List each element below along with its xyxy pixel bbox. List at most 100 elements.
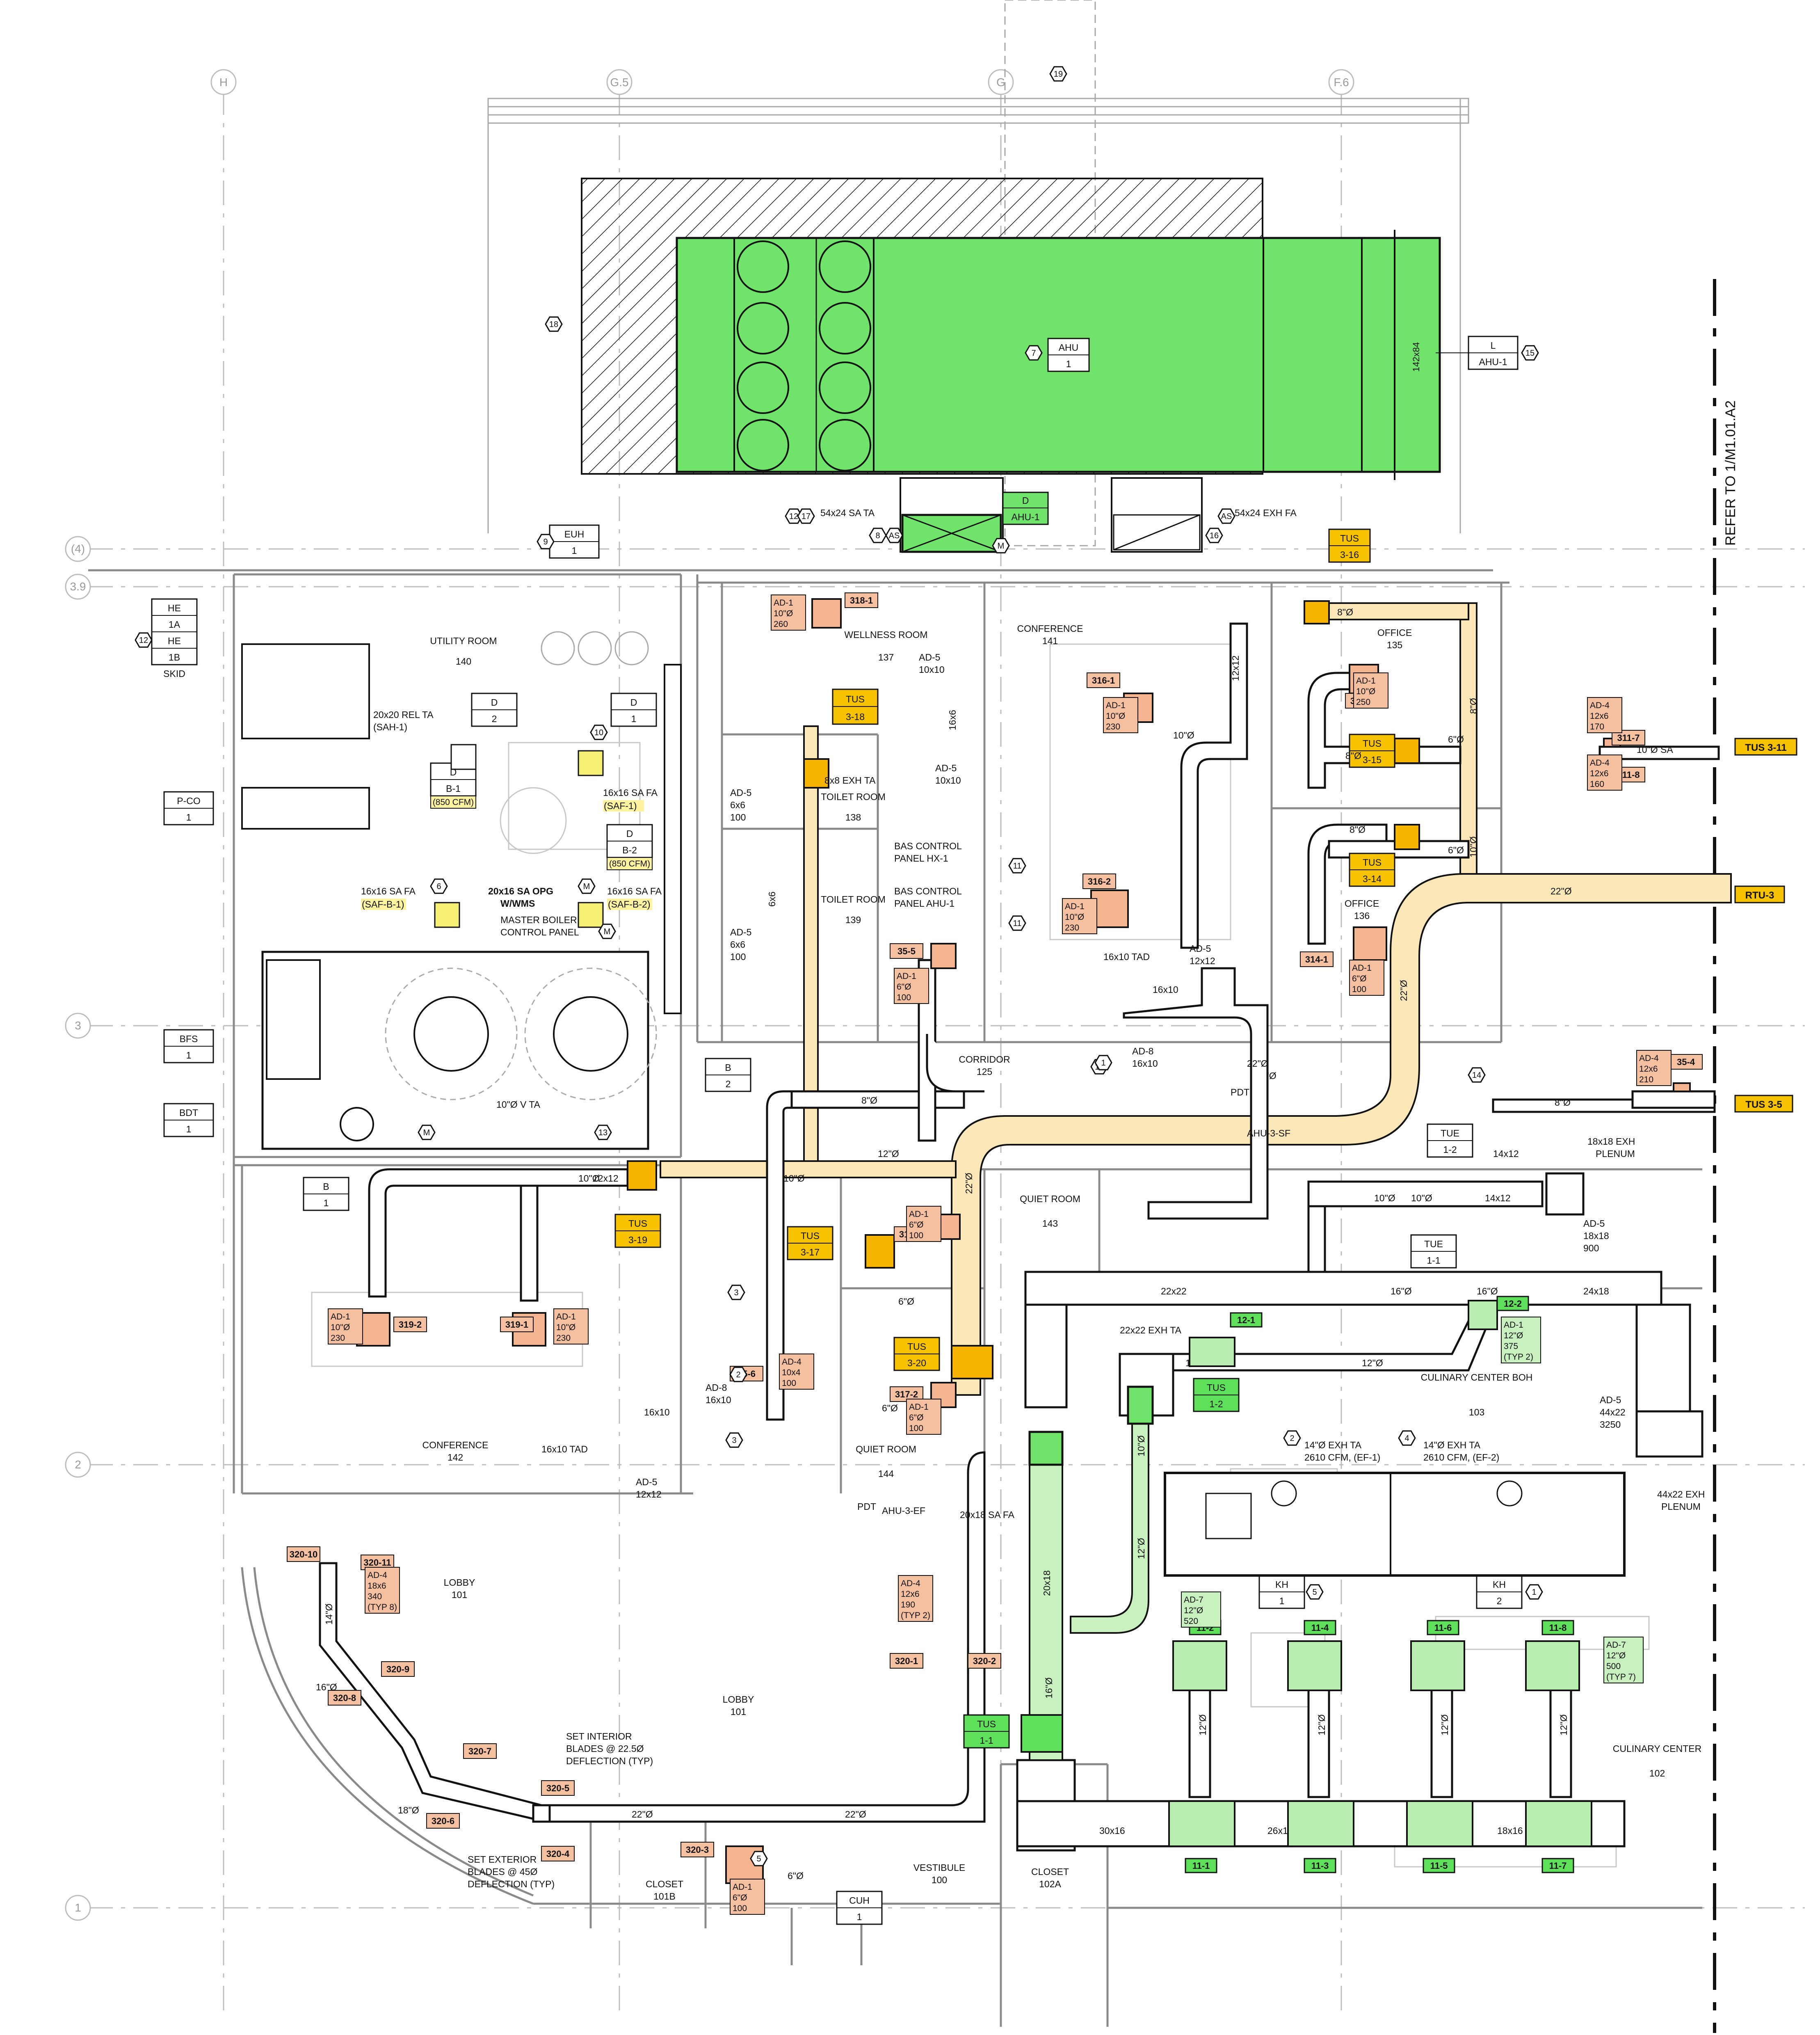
svg-text:12"Ø: 12"Ø <box>878 1148 899 1159</box>
svg-text:TUS: TUS <box>801 1230 820 1241</box>
green-id-11-5[interactable]: 11-5 <box>1423 1858 1455 1873</box>
tag-kh-1[interactable]: KH 1 <box>1258 1575 1305 1609</box>
svg-text:16x16 SA FA: 16x16 SA FA <box>607 886 662 896</box>
svg-text:MASTER BOILER: MASTER BOILER <box>500 915 577 925</box>
tag-d-b2[interactable]: D B-2 (850 CFM) <box>606 824 653 870</box>
svg-text:5: 5 <box>1312 1588 1317 1597</box>
side-tag-tus-3-5[interactable]: TUS 3-5 <box>1734 1095 1793 1113</box>
tag-l-ahu1[interactable]: L AHU-1 <box>1436 336 1519 370</box>
svg-text:20x18 SA FA: 20x18 SA FA <box>960 1509 1015 1520</box>
svg-text:AD-1: AD-1 <box>909 1402 929 1412</box>
diffuser-id-319-1[interactable]: 319-1 <box>500 1317 534 1332</box>
grid-col-h: H <box>219 76 228 89</box>
tag-d-ahu1[interactable]: D AHU-1 <box>1002 492 1049 525</box>
svg-text:16x10: 16x10 <box>1153 984 1178 995</box>
green-id-11-1[interactable]: 11-1 <box>1185 1858 1217 1873</box>
green-id-11-7[interactable]: 11-7 <box>1541 1858 1574 1873</box>
svg-text:TUS: TUS <box>1207 1382 1226 1393</box>
svg-text:BAS CONTROL: BAS CONTROL <box>894 841 962 851</box>
svg-text:18x6: 18x6 <box>368 1581 386 1591</box>
diffuser-id-320-10[interactable]: 320-10 <box>287 1546 320 1562</box>
diffuser-id-320-2[interactable]: 320-2 <box>968 1653 1001 1669</box>
grid-row-4: (4) <box>71 542 85 555</box>
tag-bdt-1[interactable]: BDT 1 <box>163 1103 214 1137</box>
svg-text:OFFICE: OFFICE <box>1345 898 1379 909</box>
svg-text:319-2: 319-2 <box>399 1319 422 1330</box>
svg-text:CULINARY CENTER BOH: CULINARY CENTER BOH <box>1421 1372 1533 1383</box>
diffuser-id-35-4[interactable]: 35-4 <box>1669 1054 1703 1070</box>
tag-d-2[interactable]: D 2 <box>471 693 518 727</box>
diffuser-id-314-1[interactable]: 314-1 <box>1300 951 1334 967</box>
side-tag-tus-3-11[interactable]: TUS 3-11 <box>1734 738 1797 756</box>
svg-text:6: 6 <box>436 882 441 891</box>
tag-skid[interactable]: HE 1A HE 1B SKID <box>151 598 198 679</box>
green-id-11-4[interactable]: 11-4 <box>1304 1620 1336 1635</box>
svg-text:20x20 REL TA: 20x20 REL TA <box>373 709 434 720</box>
diffuser-id-320-3[interactable]: 320-3 <box>681 1842 714 1857</box>
diffuser-id-320-6[interactable]: 320-6 <box>426 1813 460 1829</box>
diffuser-id-320-1[interactable]: 320-1 <box>890 1653 923 1669</box>
tus-label-3-20[interactable]: TUS 3-20 <box>893 1337 940 1371</box>
side-tag-rtu-3[interactable]: RTU-3 <box>1734 885 1785 903</box>
green-id-11-3[interactable]: 11-3 <box>1304 1858 1336 1873</box>
exh-fa-outlet: 54x24 EXH FA <box>1111 477 1297 553</box>
green-id-12-1[interactable]: 12-1 <box>1230 1312 1263 1328</box>
tus-label-3-16[interactable]: TUS 3-16 <box>1328 528 1371 563</box>
svg-text:2: 2 <box>1290 1434 1294 1443</box>
tus-label-1-2[interactable]: TUS 1-2 <box>1193 1378 1240 1412</box>
diffuser-id-319-2[interactable]: 319-2 <box>393 1317 427 1332</box>
svg-text:170: 170 <box>1590 722 1604 732</box>
diffuser-id-318-1[interactable]: 318-1 <box>845 592 878 608</box>
svg-text:375: 375 <box>1504 1342 1518 1351</box>
svg-text:4: 4 <box>1404 1434 1409 1443</box>
diffuser-id-320-9[interactable]: 320-9 <box>381 1661 415 1677</box>
tag-tue-1-1[interactable]: TUE 1-1 <box>1410 1234 1457 1269</box>
svg-text:311-7: 311-7 <box>1617 733 1640 743</box>
tag-euh-1[interactable]: EUH 1 <box>549 524 600 559</box>
svg-text:11: 11 <box>1013 919 1022 928</box>
diffuser-id-320-11[interactable]: 320-11 <box>361 1555 394 1570</box>
diffuser-id-320-5[interactable]: 320-5 <box>541 1780 575 1796</box>
svg-text:CLOSET: CLOSET <box>646 1879 683 1889</box>
svg-text:250: 250 <box>1356 697 1370 707</box>
tag-kh-2[interactable]: KH 2 <box>1476 1575 1523 1609</box>
tag-ahu-1[interactable]: AHU 1 <box>1047 338 1090 372</box>
tag-b-2[interactable]: B 2 <box>705 1058 751 1092</box>
tag-tue-1-2[interactable]: TUE 1-2 <box>1427 1123 1473 1158</box>
tus-label-3-18[interactable]: TUS 3-18 <box>832 688 879 725</box>
tus-label-3-14[interactable]: TUS 3-14 <box>1349 853 1395 887</box>
tag-p-co-1[interactable]: P-CO 1 <box>163 791 214 825</box>
svg-text:TUS 3-11: TUS 3-11 <box>1745 742 1786 753</box>
diffuser-id-316-1[interactable]: 316-1 <box>1087 672 1120 688</box>
svg-text:11-4: 11-4 <box>1311 1623 1329 1633</box>
svg-text:PLENUM: PLENUM <box>1596 1148 1635 1159</box>
diffuser-id-320-7[interactable]: 320-7 <box>463 1743 497 1759</box>
diffuser-id-316-2[interactable]: 316-2 <box>1082 873 1116 889</box>
green-id-11-6[interactable]: 11-6 <box>1427 1620 1459 1635</box>
tag-b-1[interactable]: B 1 <box>303 1177 349 1211</box>
keynote-5: 5 <box>1306 1584 1324 1600</box>
grid-col-g: G <box>996 76 1005 89</box>
diffuser-id-320-4[interactable]: 320-4 <box>541 1846 575 1861</box>
svg-text:12x12: 12x12 <box>593 1173 619 1184</box>
diffuser-id-320-8[interactable]: 320-8 <box>328 1690 361 1706</box>
tag-cuh-1[interactable]: CUH 1 <box>836 1891 883 1925</box>
tus-label-3-19[interactable]: TUS 3-19 <box>614 1214 661 1248</box>
diffuser-id-35-5[interactable]: 35-5 <box>890 943 923 959</box>
green-id-11-8[interactable]: 11-8 <box>1541 1620 1574 1635</box>
diffuser-id-311-7[interactable]: 311-7 <box>1612 730 1645 745</box>
tag-bfs-1[interactable]: BFS 1 <box>163 1029 214 1063</box>
svg-text:10"Ø: 10"Ø <box>774 609 793 618</box>
svg-text:500: 500 <box>1606 1662 1621 1671</box>
tus-label-3-15[interactable]: TUS 3-15 <box>1349 734 1395 768</box>
tag-d-1[interactable]: D 1 <box>610 693 657 727</box>
tus-label-1-1[interactable]: TUS 1-1 <box>963 1714 1010 1749</box>
green-id-12-2[interactable]: 12-2 <box>1496 1296 1529 1311</box>
tus-label-3-17[interactable]: TUS 3-17 <box>787 1226 834 1260</box>
svg-text:TOILET ROOM: TOILET ROOM <box>821 791 886 802</box>
svg-text:16x6: 16x6 <box>947 710 958 730</box>
